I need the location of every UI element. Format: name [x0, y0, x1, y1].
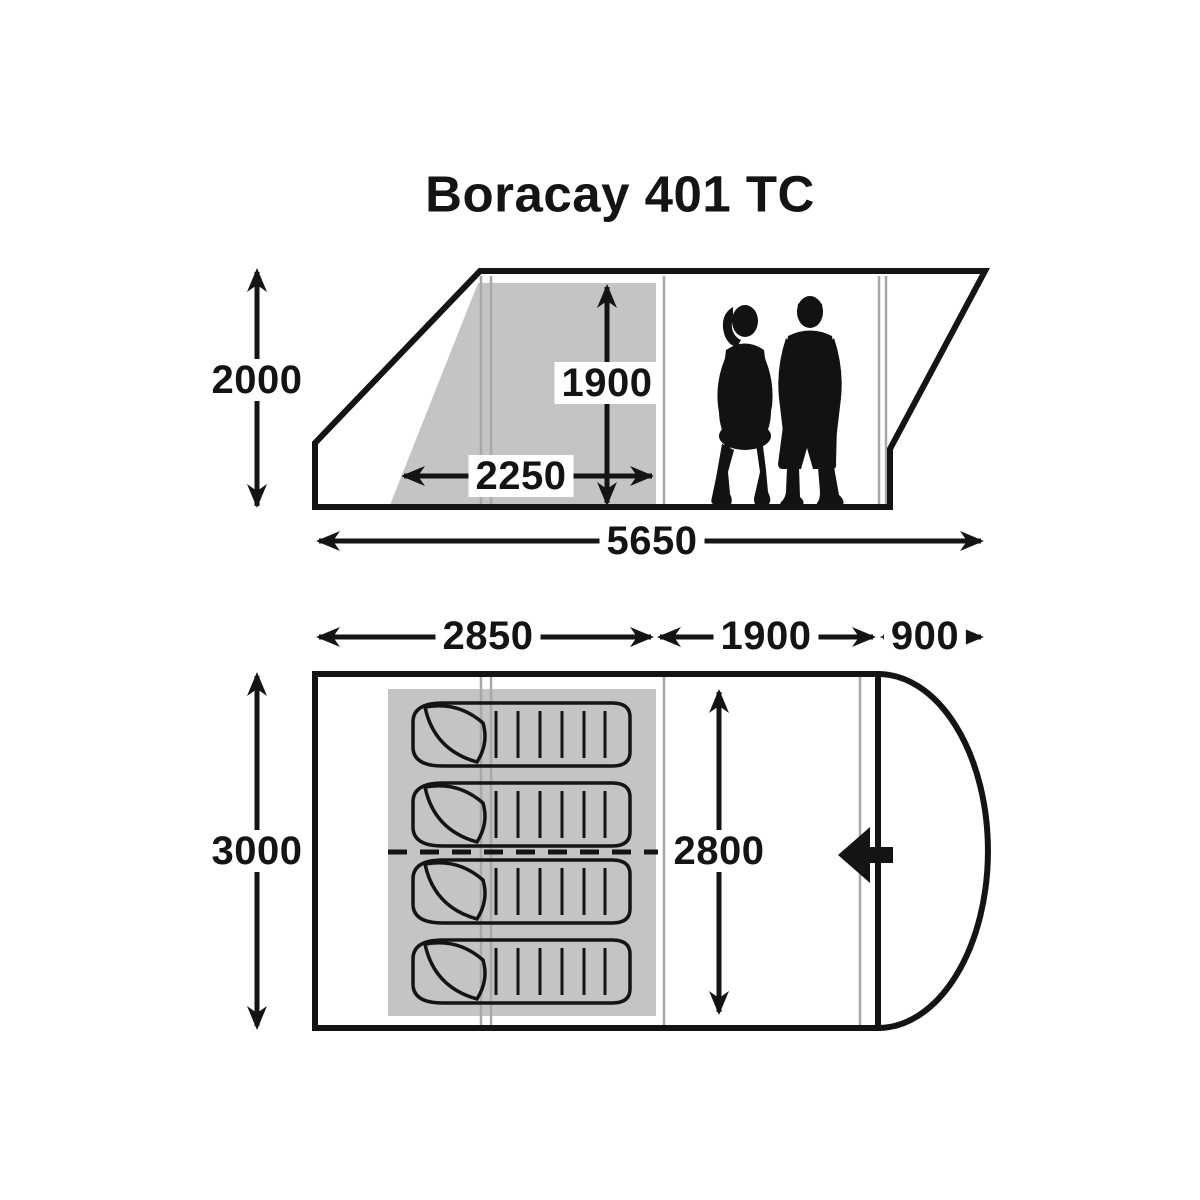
dimension-label-sleeping-area-length: 2850: [435, 615, 541, 657]
sleeping-bags: [411, 701, 632, 1005]
floor-plan: [247, 627, 991, 1031]
sleeping-bag-icon: [411, 781, 632, 848]
tent-side-profile-outline: [312, 268, 991, 510]
side-view: [247, 268, 991, 551]
product-title: Boracay 401 TC: [425, 165, 815, 223]
dimension-label-porch-length: 900: [883, 615, 967, 657]
dimension-label-outer-height: 2000: [204, 359, 310, 401]
porch-curve-outline: [877, 671, 991, 1031]
sleeping-bag-icon: [411, 938, 632, 1005]
dimension-label-standing-height: 1900: [554, 362, 660, 404]
dimension-label-total-width: 3000: [204, 830, 310, 872]
sleeping-bag-icon: [411, 858, 632, 925]
sleeping-bag-icon: [411, 701, 632, 768]
dimension-label-total-length: 5650: [599, 520, 705, 562]
dimension-label-inner-width: 2800: [666, 830, 772, 872]
dimension-label-inner-floor-width: 2250: [468, 455, 574, 497]
inner-tent-shaded-area: [390, 283, 656, 505]
dimension-label-living-area-length: 1900: [713, 615, 819, 657]
people-silhouette-icon: [711, 296, 844, 505]
entrance-arrow-icon: [838, 827, 893, 883]
